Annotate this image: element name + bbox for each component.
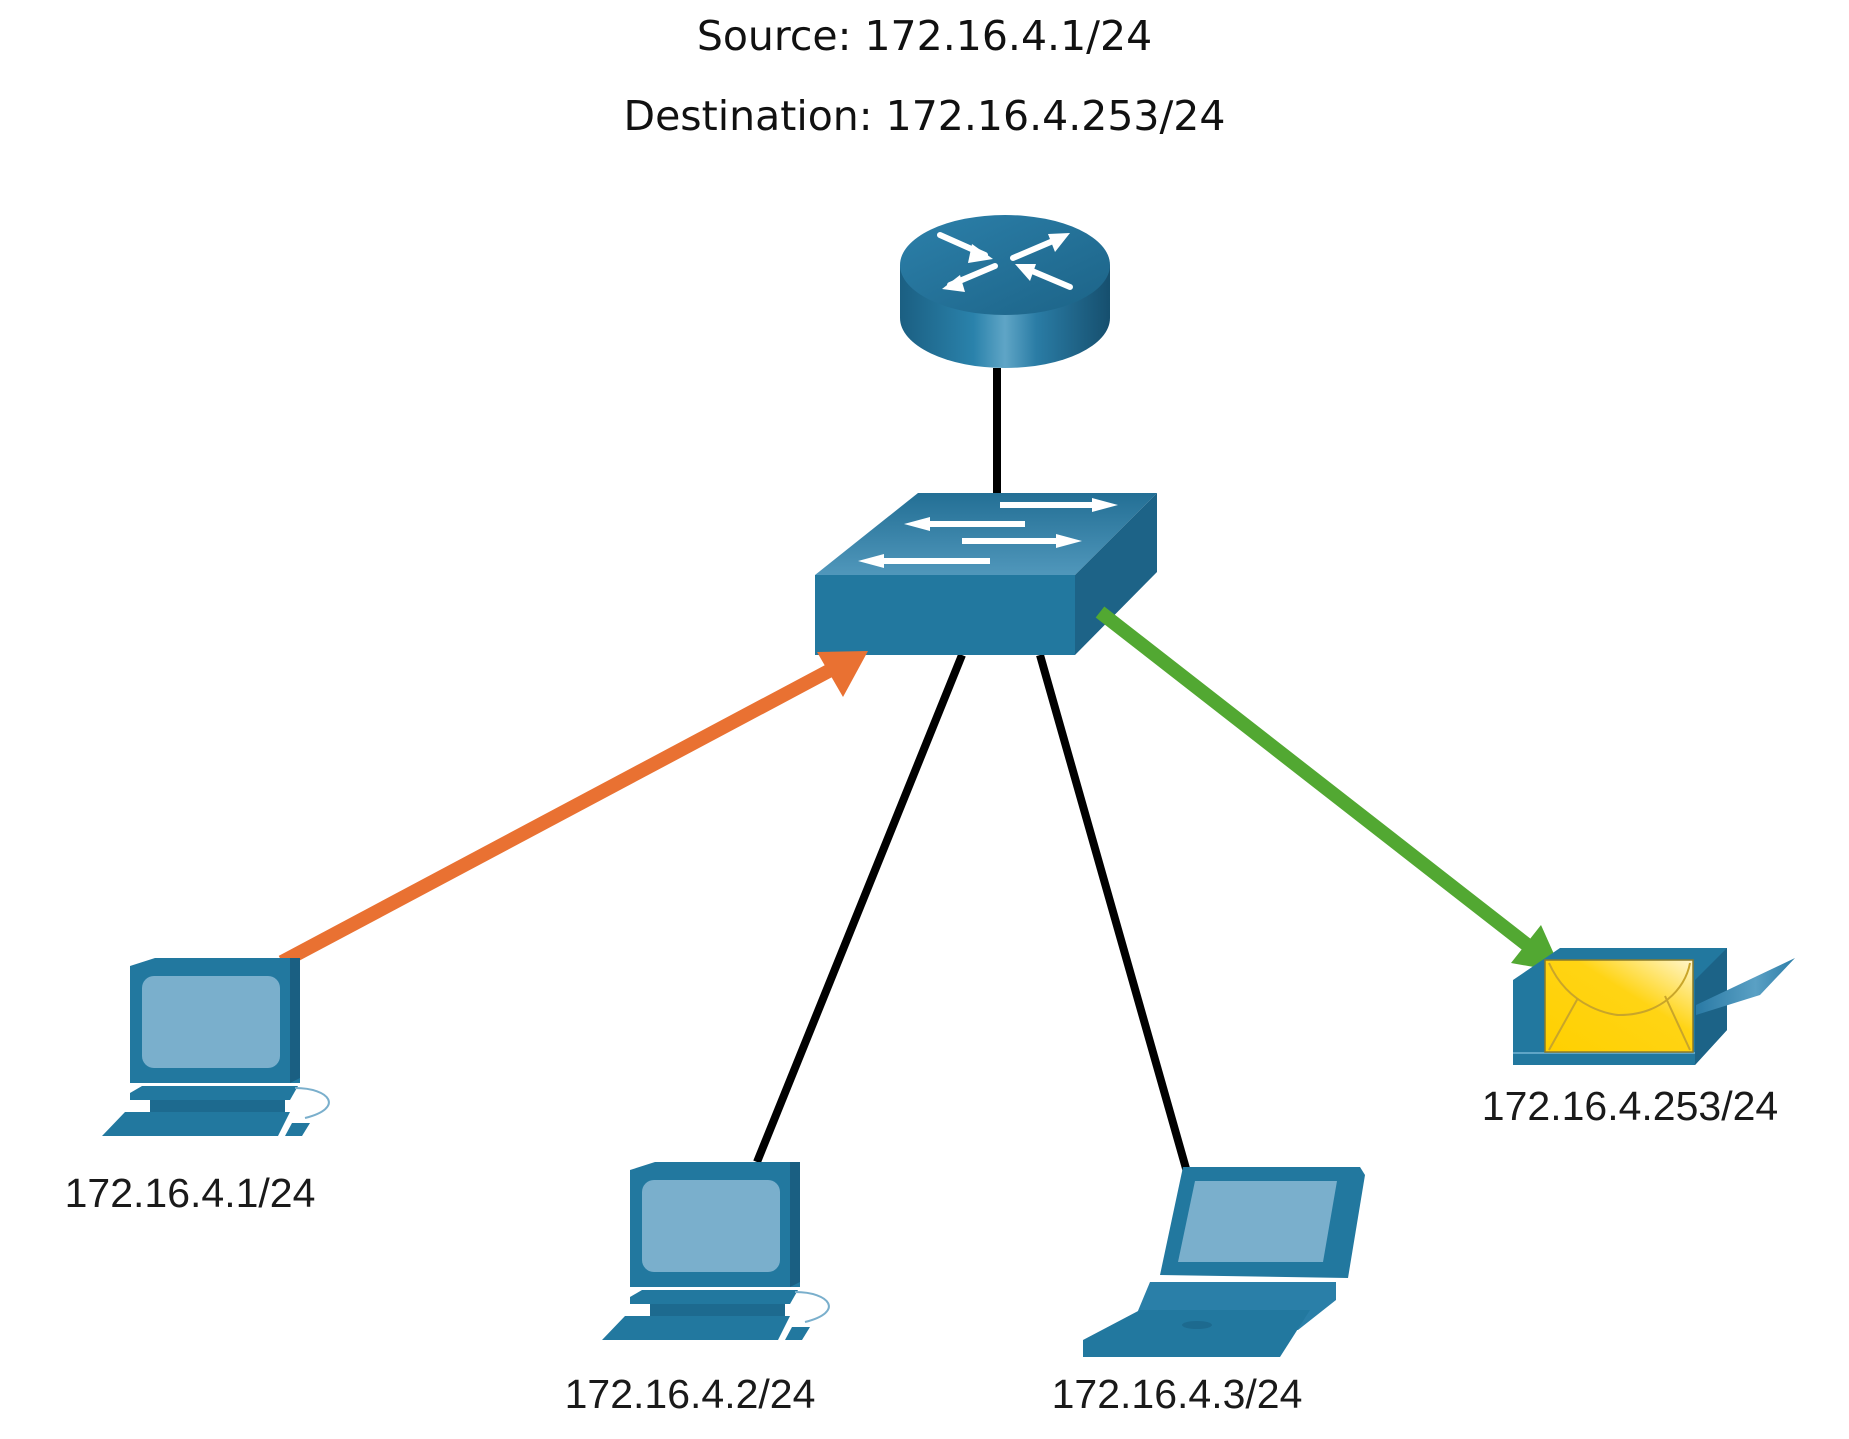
- cable-switch-laptop: [1036, 653, 1191, 1174]
- arrow-switch-to-printer: [1095, 606, 1562, 972]
- cable-switch-pc2: [753, 653, 966, 1164]
- pc1-ip-label: 172.16.4.1/24: [65, 1170, 316, 1216]
- laptop-icon[interactable]: [1083, 1167, 1365, 1357]
- destination-address-heading: Destination: 172.16.4.253/24: [623, 92, 1226, 140]
- router-icon[interactable]: [900, 215, 1110, 368]
- source-address-heading: Source: 172.16.4.1/24: [696, 12, 1153, 60]
- printer-ip-label: 172.16.4.253/24: [1482, 1083, 1778, 1129]
- pc1-icon[interactable]: [102, 958, 330, 1136]
- envelope-icon: [1544, 959, 1694, 1053]
- pc2-ip-label: 172.16.4.2/24: [565, 1371, 816, 1417]
- pc2-icon[interactable]: [602, 1162, 830, 1340]
- laptop-ip-label: 172.16.4.3/24: [1052, 1371, 1303, 1417]
- switch-icon[interactable]: [815, 493, 1157, 655]
- arrow-pc1-to-switch: [278, 651, 868, 969]
